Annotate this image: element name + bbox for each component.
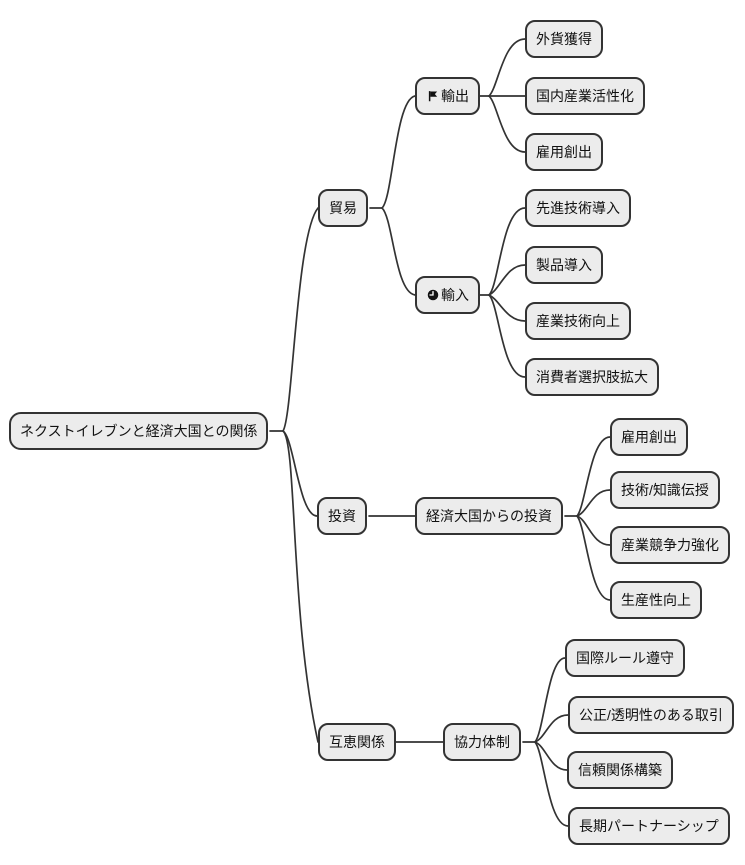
node-label: 輸出 <box>441 88 469 104</box>
node-mutual: 互恵関係 <box>318 723 396 761</box>
node-invest-leaf-3: 産業競争力強化 <box>610 526 730 564</box>
node-import-leaf-2: 製品導入 <box>525 246 603 284</box>
node-label: 貿易 <box>329 200 357 216</box>
node-label: 生産性向上 <box>621 592 691 608</box>
node-label: 長期パートナーシップ <box>579 818 719 834</box>
node-label: 信頼関係構築 <box>578 762 662 778</box>
node-label: 製品導入 <box>536 257 592 273</box>
node-label: 外貨獲得 <box>536 31 592 47</box>
node-coop-leaf-4: 長期パートナーシップ <box>568 807 730 845</box>
node-invest-leaf-2: 技術/知識伝授 <box>610 471 720 509</box>
node-label: 雇用創出 <box>621 429 677 445</box>
node-import-leaf-1: 先進技術導入 <box>525 189 631 227</box>
node-import-leaf-4: 消費者選択肢拡大 <box>525 358 659 396</box>
node-label: 産業競争力強化 <box>621 537 719 553</box>
node-label: 消費者選択肢拡大 <box>536 369 648 385</box>
node-export-leaf-3: 雇用創出 <box>525 133 603 171</box>
node-label: 経済大国からの投資 <box>426 508 552 524</box>
node-label: 国際ルール遵守 <box>576 650 674 666</box>
node-trade: 貿易 <box>318 189 368 227</box>
node-invest: 投資 <box>317 497 367 535</box>
node-invest-leaf-4: 生産性向上 <box>610 581 702 619</box>
node-label: 先進技術導入 <box>536 200 620 216</box>
node-label: 国内産業活性化 <box>536 88 634 104</box>
node-coop-leaf-3: 信頼関係構築 <box>567 751 673 789</box>
node-coop: 協力体制 <box>443 723 521 761</box>
clock-icon <box>426 289 439 302</box>
node-label: ネクストイレブンと経済大国との関係 <box>20 423 258 439</box>
node-import-leaf-3: 産業技術向上 <box>525 302 631 340</box>
node-export-leaf-1: 外貨獲得 <box>525 20 603 58</box>
node-label: 産業技術向上 <box>536 313 620 329</box>
node-root: ネクストイレブンと経済大国との関係 <box>9 412 269 450</box>
node-label: 協力体制 <box>454 734 510 750</box>
node-label: 公正/透明性のある取引 <box>579 707 723 723</box>
node-coop-leaf-2: 公正/透明性のある取引 <box>568 696 734 734</box>
node-export-leaf-2: 国内産業活性化 <box>525 77 645 115</box>
node-export: 輸出 <box>415 77 480 115</box>
node-label: 技術/知識伝授 <box>621 482 709 498</box>
node-invest-leaf-1: 雇用創出 <box>610 418 688 456</box>
node-label: 投資 <box>328 508 356 524</box>
node-label: 互恵関係 <box>329 734 385 750</box>
node-coop-leaf-1: 国際ルール遵守 <box>565 639 685 677</box>
node-import: 輸入 <box>415 276 480 314</box>
node-label: 輸入 <box>441 287 469 303</box>
node-label: 雇用創出 <box>536 144 592 160</box>
flag-icon <box>426 90 439 103</box>
node-invest-sub: 経済大国からの投資 <box>415 497 563 535</box>
